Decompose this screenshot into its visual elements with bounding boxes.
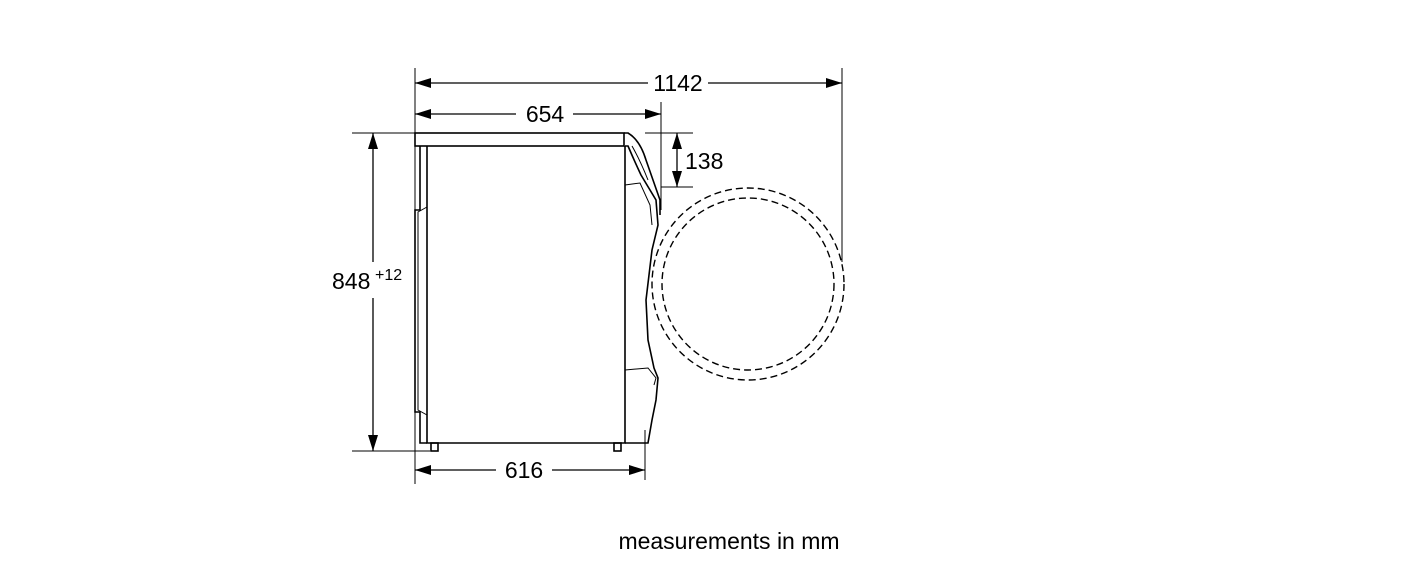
top-depth-label: 654 bbox=[526, 101, 565, 127]
door-detail-upper bbox=[624, 182, 653, 226]
worktop-front-edge bbox=[624, 132, 661, 215]
back-recess bbox=[417, 206, 428, 416]
measurements-caption: measurements in mm bbox=[618, 528, 839, 554]
dimension-door-protrusion: 138 bbox=[672, 133, 723, 187]
washer-side-profile bbox=[414, 132, 661, 452]
door-detail-inner bbox=[631, 145, 649, 181]
door-swing-indicator bbox=[651, 187, 845, 381]
cabinet-body bbox=[426, 146, 626, 444]
dimension-total-depth: 1142 bbox=[415, 70, 842, 96]
height-label: 848 bbox=[332, 268, 370, 294]
base-depth-label: 616 bbox=[505, 457, 543, 483]
dimension-height: 848 +12 bbox=[332, 133, 402, 451]
door-protrusion-label: 138 bbox=[685, 148, 723, 174]
extension-lines bbox=[352, 68, 843, 484]
worktop bbox=[414, 132, 625, 147]
back-panel bbox=[414, 146, 427, 444]
dimension-top-depth: 654 bbox=[415, 101, 661, 127]
door-front bbox=[625, 145, 659, 444]
door-swing-inner bbox=[661, 197, 835, 371]
front-foot bbox=[613, 442, 622, 452]
door-swing-outer bbox=[651, 187, 845, 381]
total-depth-label: 1142 bbox=[653, 70, 702, 96]
dimension-base-depth: 616 bbox=[415, 457, 645, 483]
rear-foot bbox=[430, 442, 439, 452]
door-detail-handle bbox=[624, 367, 657, 386]
height-tolerance-label: +12 bbox=[375, 267, 402, 284]
